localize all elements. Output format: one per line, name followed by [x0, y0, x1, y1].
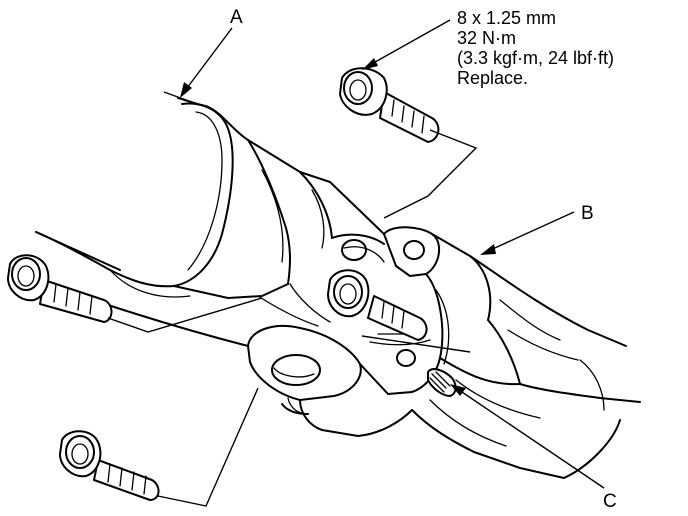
flange-body	[247, 181, 492, 437]
flange-bolt-top	[339, 67, 440, 143]
torque-alt-text: (3.3 kgf·m, 24 lbf·ft)	[457, 48, 615, 68]
flange-bolt-lower	[59, 430, 160, 501]
flange-bolt-left-upper	[7, 254, 113, 323]
label-c: C	[603, 491, 617, 512]
exhaust-pipe-b	[411, 255, 641, 479]
replace-note-text: Replace.	[457, 68, 529, 88]
flange-bolt-middle	[327, 269, 428, 341]
exhaust-pipe-a	[35, 97, 333, 299]
torque-nm-text: 32 N·m	[457, 28, 517, 48]
pipe-lower-edge	[35, 231, 121, 271]
bolt-size-text: 8 x 1.25 mm	[457, 8, 557, 28]
oxygen-sensor-stud	[427, 368, 457, 397]
leader-lines	[107, 19, 605, 507]
label-a: A	[230, 7, 243, 28]
label-b: B	[581, 203, 594, 224]
torque-spec-block: 8 x 1.25 mm 32 N·m (3.3 kgf·m, 24 lbf·ft…	[457, 8, 614, 88]
